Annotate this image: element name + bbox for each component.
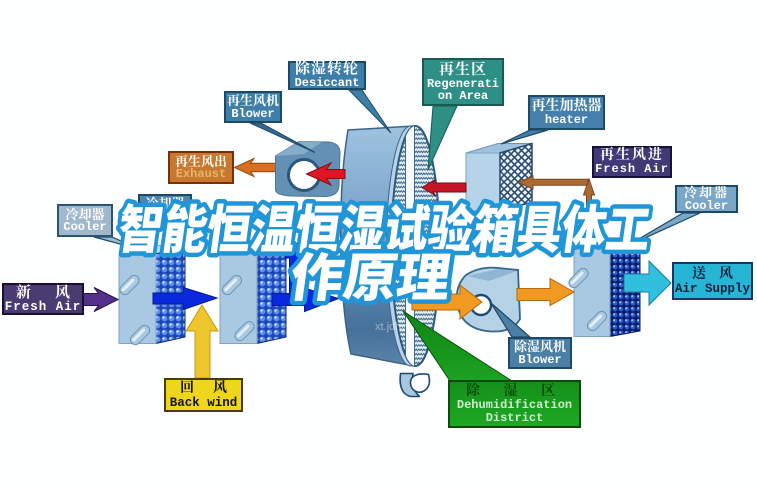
svg-text:智能恒温恒湿试验箱具体工: 智能恒温恒湿试验箱具体工 xyxy=(114,188,657,264)
svg-text:xt.jdhw: xt.jdhw xyxy=(375,321,409,333)
svg-text:作原理: 作原理 xyxy=(286,236,457,312)
